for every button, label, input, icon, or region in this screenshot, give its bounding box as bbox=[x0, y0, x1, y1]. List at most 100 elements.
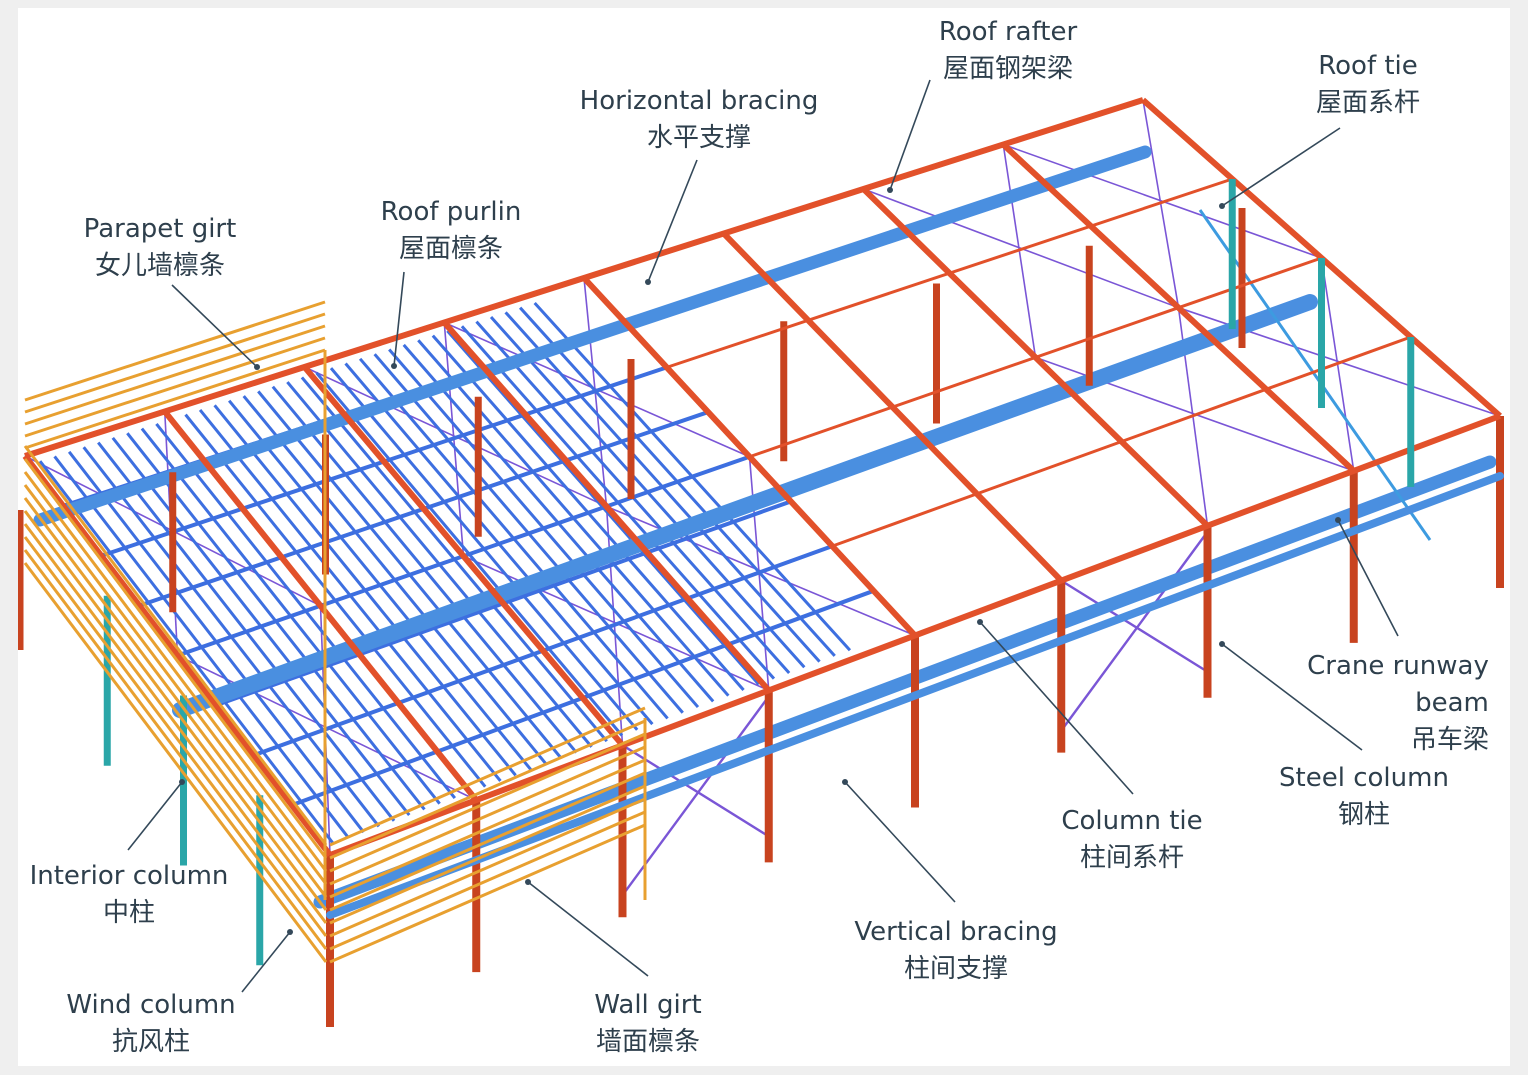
vertical-bracing-rod bbox=[621, 695, 770, 896]
leader-wall-girt bbox=[527, 881, 649, 977]
wall-girt-gable bbox=[23, 536, 328, 937]
label-parapet-girt: Parapet girt 女儿墙檩条 bbox=[84, 211, 237, 285]
horizontal-bracing-en: Horizontal bracing bbox=[579, 86, 819, 116]
wall-girt-zh: 墙面檩条 bbox=[595, 1027, 700, 1057]
eave-strut-front bbox=[328, 413, 1502, 858]
wall-girt-gable bbox=[23, 523, 328, 924]
leader-roof-purlin-dot bbox=[391, 363, 397, 369]
parapet-girt-en: Parapet girt bbox=[83, 214, 237, 244]
horizontal-bracing-zh: 水平支撑 bbox=[646, 123, 751, 153]
wall-girt-gable bbox=[23, 484, 328, 885]
steel-column-en: Steel column bbox=[1279, 763, 1449, 793]
steel-frame-layer bbox=[18, 97, 1504, 1027]
roof-tie-zh: 屋面系杆 bbox=[1315, 88, 1421, 118]
leader-crane-runway-beam bbox=[1337, 519, 1399, 637]
wall-girt-gable bbox=[23, 549, 328, 950]
roof-purlin-zh: 屋面檩条 bbox=[398, 234, 504, 264]
parapet-girt bbox=[24, 348, 326, 450]
wall-girt-side bbox=[329, 784, 646, 925]
parapet-girt-zh: 女儿墙檩条 bbox=[94, 251, 226, 281]
wall-girt-side bbox=[329, 745, 646, 886]
roof-rafter-zh: 屋面钢架梁 bbox=[942, 54, 1074, 84]
wall-girt-gable bbox=[23, 445, 328, 846]
parapet-girt bbox=[24, 336, 326, 438]
leader-roof-tie-dot bbox=[1219, 203, 1225, 209]
column-tie-zh: 柱间系杆 bbox=[1079, 843, 1184, 873]
label-wall-girt: Wall girt 墙面檩条 bbox=[594, 987, 701, 1061]
label-roof-purlin: Roof purlin 屋面檩条 bbox=[381, 194, 522, 268]
leader-roof-rafter bbox=[889, 79, 931, 191]
crane-runway-beam-en1: Crane runway bbox=[1307, 651, 1489, 681]
leader-interior-column-dot bbox=[179, 779, 185, 785]
wall-girt-side bbox=[329, 719, 646, 860]
vertical-bracing-rod bbox=[1060, 579, 1209, 673]
roof-purlin-en: Roof purlin bbox=[380, 197, 522, 227]
leader-vertical-bracing-dot bbox=[842, 779, 848, 785]
steel-column-zh: 钢柱 bbox=[1337, 800, 1391, 830]
vertical-bracing-en: Vertical bracing bbox=[854, 917, 1058, 947]
wind-column-en: Wind column bbox=[66, 990, 236, 1020]
roof-rafter bbox=[162, 409, 479, 803]
leader-steel-column-dot bbox=[1219, 641, 1225, 647]
roof-tie-rod bbox=[831, 335, 1412, 548]
leader-wall-girt-dot bbox=[525, 879, 531, 885]
parapet-girt bbox=[24, 300, 326, 402]
roof-rafter bbox=[442, 320, 771, 693]
wall-girt-gable bbox=[23, 510, 328, 911]
leader-horizontal-bracing bbox=[647, 159, 698, 283]
roof-tie-rod bbox=[666, 177, 1233, 369]
vertical-bracing-rod bbox=[621, 744, 770, 838]
leader-parapet-girt-dot bbox=[254, 364, 260, 370]
wall-girt-gable bbox=[23, 471, 328, 872]
leader-roof-purlin bbox=[393, 271, 405, 367]
roof-rafter-en: Roof rafter bbox=[938, 17, 1078, 47]
label-roof-rafter: Roof rafter 屋面钢架梁 bbox=[939, 14, 1077, 88]
wall-girt-gable bbox=[23, 562, 328, 963]
label-roof-tie: Roof tie 屋面系杆 bbox=[1316, 48, 1420, 122]
label-horizontal-bracing: Horizontal bracing 水平支撑 bbox=[580, 83, 819, 157]
wall-girt-side bbox=[329, 732, 646, 873]
leader-steel-column bbox=[1221, 643, 1363, 751]
wall-girt-en: Wall girt bbox=[594, 990, 702, 1020]
label-vertical-bracing: Vertical bracing 柱间支撑 bbox=[854, 914, 1057, 988]
column-tie bbox=[326, 472, 1504, 919]
crane-runway-beam-en2: beam bbox=[1415, 688, 1489, 718]
wall-girt-side bbox=[329, 771, 646, 912]
crane-runway-beam-middle bbox=[172, 294, 1318, 718]
leader-wind-column-dot bbox=[287, 929, 293, 935]
wall-girt-side bbox=[329, 810, 646, 951]
interior-column-zh: 中柱 bbox=[102, 898, 156, 928]
label-steel-column: Steel column 钢柱 bbox=[1279, 760, 1449, 834]
leader-roof-tie bbox=[1221, 127, 1341, 207]
label-interior-column: Interior column 中柱 bbox=[30, 858, 229, 932]
parapet-girt bbox=[24, 324, 326, 426]
wall-girt-side bbox=[329, 706, 646, 847]
leader-interior-column bbox=[127, 781, 183, 851]
leader-crane-runway-beam-dot bbox=[1335, 517, 1341, 523]
label-column-tie: Column tie 柱间系杆 bbox=[1061, 803, 1202, 877]
crane-runway-beam-back bbox=[33, 145, 1152, 527]
wind-column-zh: 抗风柱 bbox=[111, 1027, 191, 1057]
wall-girt-gable bbox=[23, 458, 328, 859]
crane-runway-beam-zh: 吊车梁 bbox=[1410, 725, 1489, 755]
roof-tie-en: Roof tie bbox=[1318, 51, 1418, 81]
girt-layer bbox=[23, 179, 1415, 966]
purlin-layer bbox=[24, 276, 916, 857]
wall-girt-gable bbox=[23, 497, 328, 898]
vertical-bracing-zh: 柱间支撑 bbox=[903, 954, 1008, 984]
roof-rafter bbox=[22, 454, 333, 857]
vertical-bracing-rod bbox=[1060, 531, 1209, 732]
ridge-line bbox=[24, 97, 1144, 459]
parapet-girt bbox=[24, 312, 326, 414]
interior-column-en: Interior column bbox=[29, 861, 229, 891]
wall-girt-side bbox=[329, 823, 646, 964]
leader-column-tie bbox=[979, 621, 1134, 795]
roof-rafter bbox=[302, 365, 625, 748]
leader-vertical-bracing bbox=[844, 781, 956, 903]
roof-tie-rod bbox=[749, 256, 1322, 459]
roof-tie bbox=[1198, 209, 1432, 541]
label-crane-runway-beam: Crane runway beam 吊车梁 bbox=[1307, 648, 1489, 759]
label-wind-column: Wind column 抗风柱 bbox=[66, 987, 235, 1061]
column-tie-en: Column tie bbox=[1061, 806, 1203, 836]
diagram-frame: Roof rafter 屋面钢架梁 Roof tie 屋面系杆 Horizont… bbox=[18, 8, 1510, 1066]
